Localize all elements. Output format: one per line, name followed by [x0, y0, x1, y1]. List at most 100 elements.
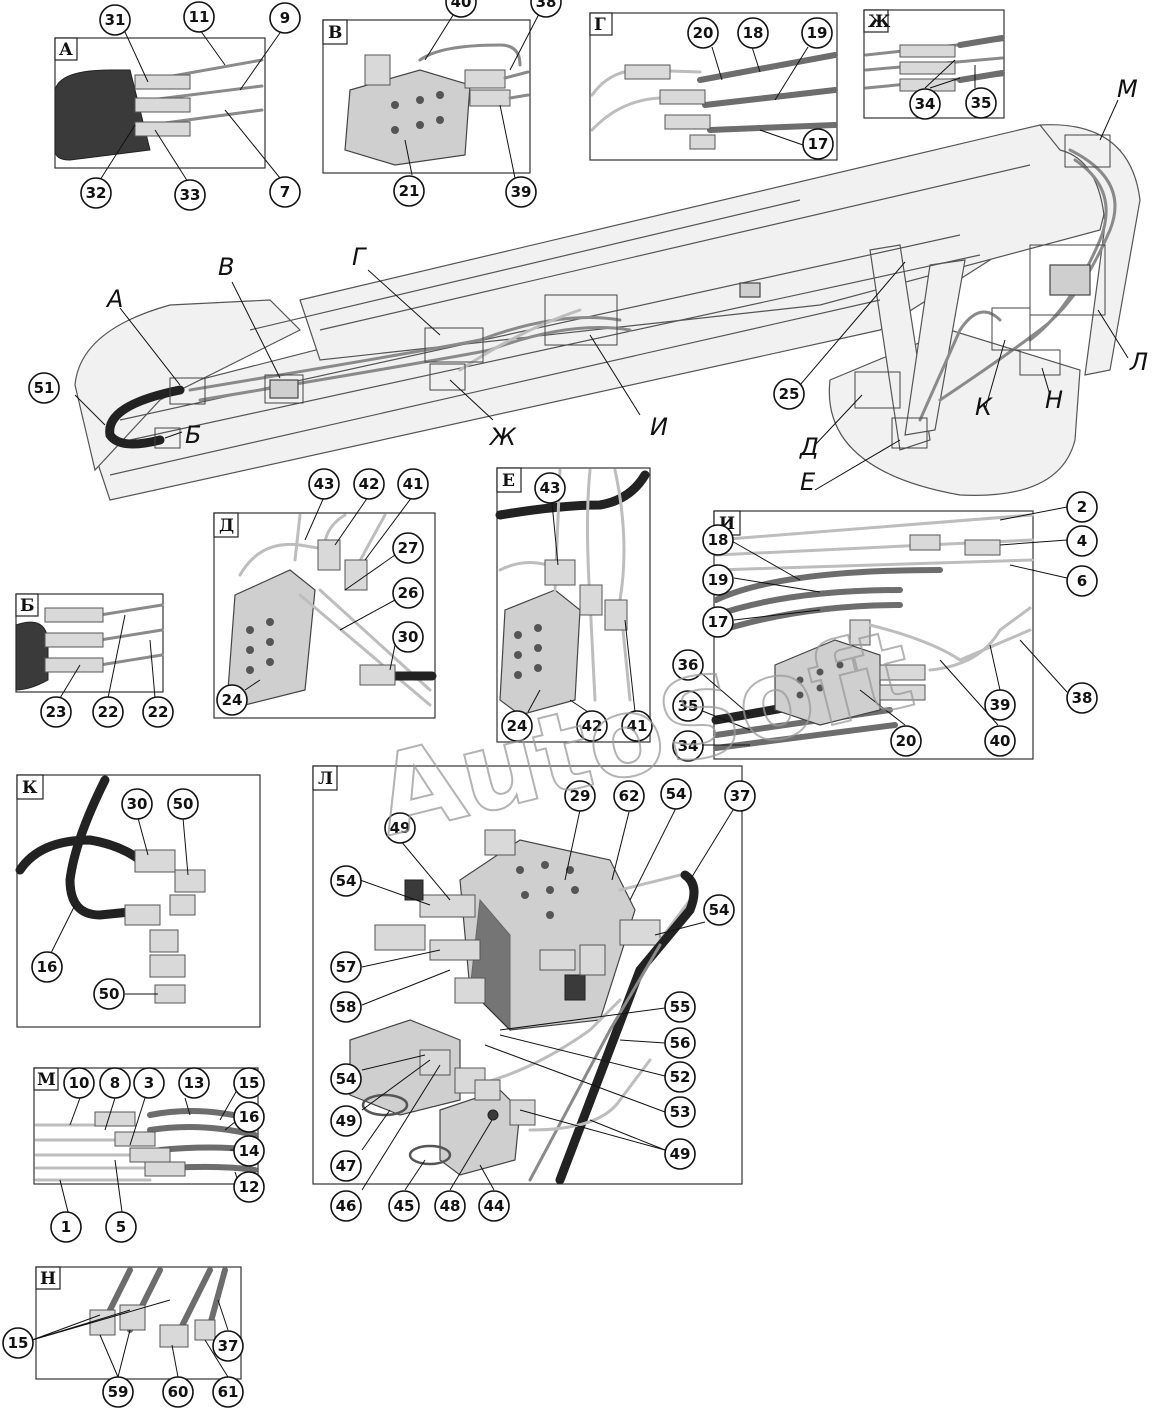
hose-16	[65, 775, 135, 920]
callout: 41	[397, 468, 429, 500]
svg-text:29: 29	[570, 787, 591, 805]
svg-text:54: 54	[336, 872, 357, 890]
svg-text:54: 54	[336, 1070, 357, 1088]
plug-48	[487, 1109, 499, 1121]
view-letters: А В Г Ж И Б Д Е К Л Н М	[105, 75, 1148, 496]
svg-text:6: 6	[1077, 572, 1087, 590]
svg-text:39: 39	[511, 183, 532, 201]
leader	[99, 1334, 119, 1378]
tube-40	[418, 43, 522, 67]
leader	[774, 46, 809, 101]
svg-text:22: 22	[98, 703, 119, 721]
callout: 24	[216, 684, 248, 716]
callout: 26	[392, 577, 424, 609]
leader	[729, 539, 801, 581]
leader	[124, 31, 149, 83]
fitting	[119, 1304, 146, 1331]
tube-39	[928, 606, 1032, 672]
leader	[244, 679, 261, 691]
boom-head	[74, 299, 302, 472]
hose-19	[702, 87, 838, 108]
callout: 49	[384, 812, 416, 844]
svg-text:17: 17	[808, 135, 829, 153]
fitting	[149, 929, 179, 953]
svg-text:35: 35	[678, 697, 699, 715]
fitting	[964, 539, 1001, 556]
callout: 42	[353, 468, 385, 500]
hose-19	[713, 587, 903, 618]
detail-panel-k: К 30 50 16 50	[15, 774, 261, 1028]
panel-tag-box	[16, 774, 44, 800]
svg-text:12: 12	[239, 1178, 260, 1196]
hose-18	[697, 52, 838, 83]
leader	[733, 609, 821, 621]
o-ring-47	[361, 1093, 409, 1117]
svg-text:53: 53	[670, 1103, 691, 1121]
detail-panel-g: Г 20 18 19 17	[589, 12, 838, 161]
callout: 47	[330, 1150, 362, 1182]
svg-text:39: 39	[990, 696, 1011, 714]
svg-text:20: 20	[896, 732, 917, 750]
leader	[31, 1299, 171, 1341]
callout: 51	[28, 372, 60, 404]
leader	[527, 689, 541, 713]
leader	[404, 1159, 426, 1191]
panel-tag: А	[59, 40, 73, 60]
svg-text:25: 25	[779, 385, 800, 403]
detail-panel-n: Н 15 59 60 61 37	[2, 1266, 244, 1408]
callout: 4	[1066, 525, 1098, 557]
fitting	[374, 924, 426, 951]
fitting-54	[619, 919, 661, 946]
svg-text:20: 20	[693, 24, 714, 42]
fitting	[469, 89, 511, 107]
callout: 1	[50, 1211, 82, 1243]
svg-text:55: 55	[670, 998, 691, 1016]
fitting-60	[159, 1324, 189, 1348]
detail-panel-a: А 31 11 9 32 33 7	[54, 1, 301, 211]
detail-frame-i	[544, 294, 618, 346]
leader	[361, 1059, 431, 1111]
svg-text:23: 23	[46, 703, 67, 721]
leader	[999, 539, 1068, 546]
svg-text:24: 24	[507, 717, 528, 735]
view-letter-a: А	[105, 285, 123, 313]
callout: 35	[672, 690, 704, 722]
leader	[759, 129, 804, 146]
callout: 6	[1066, 565, 1098, 597]
svg-text:31: 31	[105, 11, 126, 29]
svg-text:30: 30	[127, 795, 148, 813]
fitting	[579, 944, 606, 976]
fitting	[464, 69, 506, 89]
svg-text:49: 49	[670, 1145, 691, 1163]
svg-text:35: 35	[971, 94, 992, 112]
callout: 54	[330, 865, 362, 897]
panel-tag-box	[54, 37, 78, 61]
svg-text:34: 34	[678, 737, 699, 755]
panel-tag: Л	[318, 769, 333, 789]
tube-40	[868, 623, 1032, 662]
callout: 20	[687, 17, 719, 49]
callout: 15	[2, 1327, 34, 1359]
leader	[699, 671, 751, 716]
svg-text:2: 2	[1077, 498, 1087, 516]
fitting	[899, 61, 956, 75]
leader	[449, 1119, 493, 1191]
view-letter-b: Б	[185, 421, 201, 449]
tube-39	[508, 93, 530, 100]
callout: 12	[233, 1171, 265, 1203]
svg-text:38: 38	[1072, 689, 1093, 707]
fitting	[604, 599, 628, 631]
fitting	[539, 949, 576, 971]
panel-tag: Н	[40, 1269, 56, 1289]
leader	[1019, 639, 1068, 693]
svg-text:60: 60	[168, 1383, 189, 1401]
fitting	[579, 584, 603, 616]
svg-text:37: 37	[218, 1337, 239, 1355]
fitting	[94, 1111, 136, 1127]
callout: 41	[621, 710, 653, 742]
hose-18	[713, 567, 943, 603]
fitting	[664, 114, 711, 130]
view-letter-m: М	[1117, 75, 1138, 103]
tube	[98, 603, 164, 617]
svg-text:43: 43	[314, 475, 335, 493]
